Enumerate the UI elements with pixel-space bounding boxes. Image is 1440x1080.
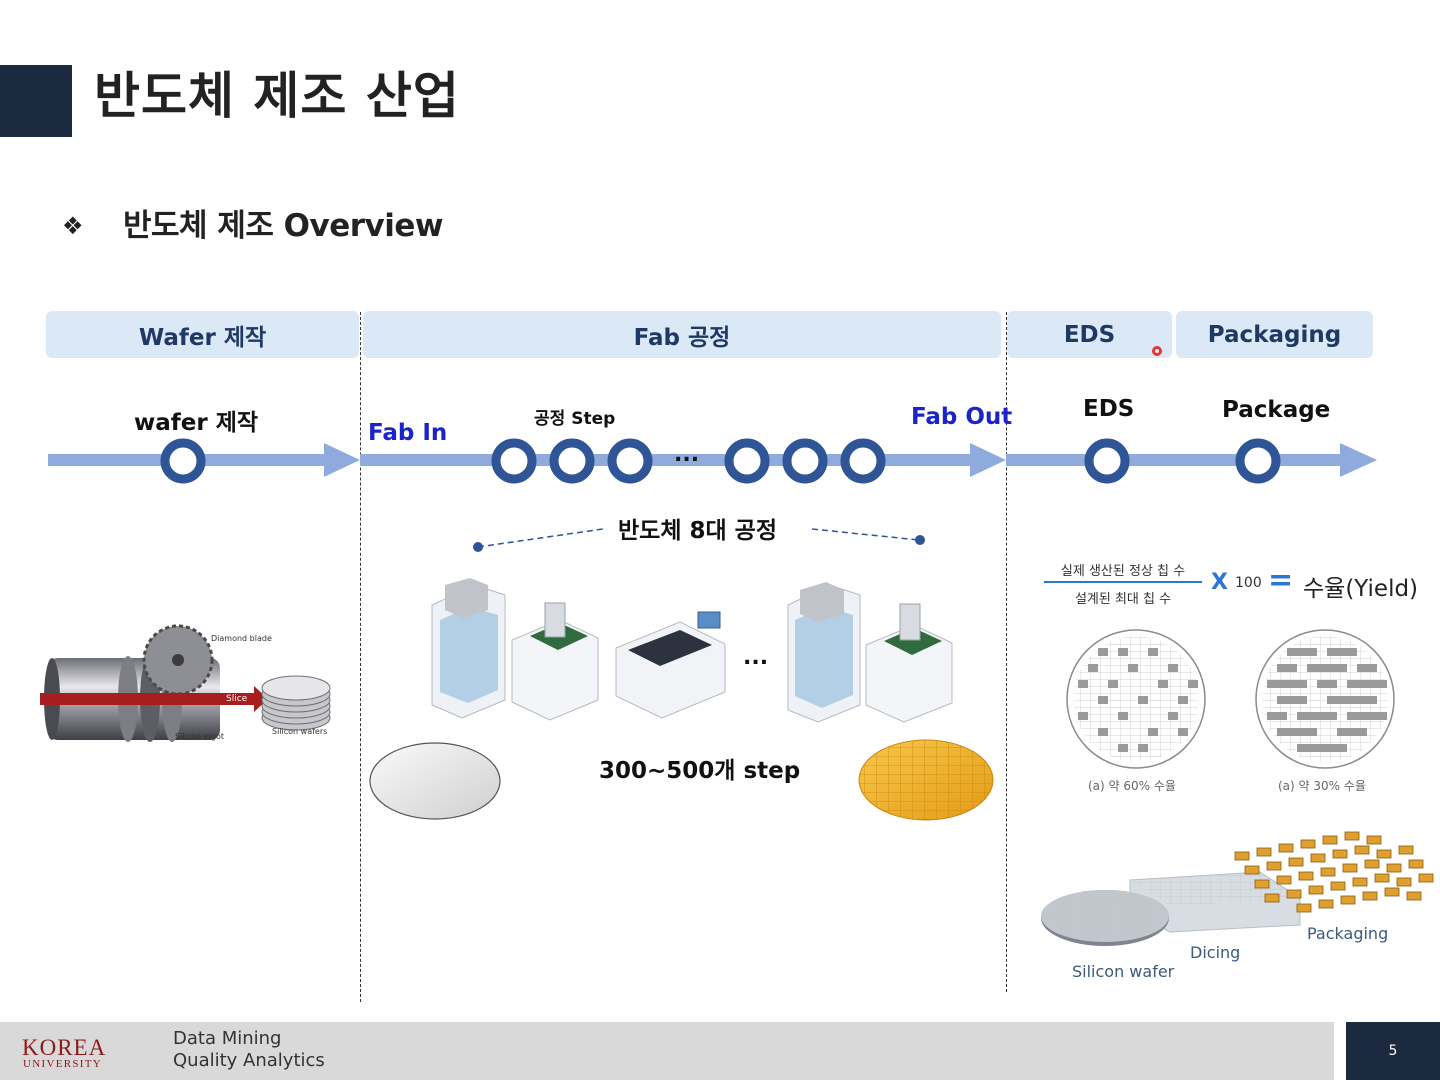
section-subtitle: 반도체 제조 Overview <box>123 208 444 244</box>
flow-arrow <box>48 443 1377 477</box>
ingot-label: Silicon ingot <box>175 732 225 741</box>
university-logo-sub: UNIVERSITY <box>23 1058 102 1070</box>
page-title: 반도체 제조 산업 <box>94 67 460 125</box>
lab-name-line2: Quality Analytics <box>173 1050 325 1071</box>
footer-bar <box>0 1022 1334 1080</box>
ingot-illustration <box>40 624 331 742</box>
wafers-label: Silicon wafers <box>272 727 328 736</box>
process-bracket <box>477 528 920 548</box>
package-step-label: Package <box>1222 397 1331 423</box>
blank-wafer <box>369 742 501 820</box>
separator-line <box>1006 312 1007 992</box>
packaging-label: Packaging <box>1307 924 1389 943</box>
equipment-ellipsis: ... <box>743 645 769 670</box>
wafer-map-60 <box>1066 629 1206 769</box>
phase-eds: EDS <box>1007 311 1172 358</box>
university-logo: KOREA <box>22 1035 107 1060</box>
equals-sign: = <box>1268 563 1294 598</box>
step-count-label: 300~500개 step <box>599 758 801 784</box>
yield-denominator: 설계된 최대 칩 수 <box>1074 592 1172 607</box>
process-flow-diagram <box>40 346 1434 946</box>
packaging-illustration <box>1041 831 1434 946</box>
yield-numerator: 실제 생산된 정상 칩 수 <box>1060 564 1186 579</box>
wafer-map-30 <box>1255 629 1395 769</box>
bullet-icon: ❖ <box>62 212 84 240</box>
flow-node <box>160 438 1281 484</box>
separator-line <box>360 312 361 1002</box>
title-accent-block <box>0 65 72 137</box>
slice-label: Slice <box>226 694 248 704</box>
eds-step-label: EDS <box>1083 396 1135 422</box>
phase-wafer: Wafer 제작 <box>46 311 359 358</box>
yield-hundred: 100 <box>1235 575 1262 591</box>
yield-result: 수율(Yield) <box>1303 576 1419 602</box>
phase-fab: Fab 공정 <box>363 311 1001 358</box>
silicon-wafer-label: Silicon wafer <box>1072 962 1175 981</box>
equipment-illustrations <box>431 578 953 723</box>
phase-packaging: Packaging <box>1176 311 1373 358</box>
process-step-label: 공정 Step <box>534 409 616 429</box>
wafer-step-label: wafer 제작 <box>134 410 259 436</box>
wafer-map-caption-b: (a) 약 30% 수율 <box>1278 779 1366 793</box>
fab-out-label: Fab Out <box>911 404 1013 430</box>
wafer-map-caption-a: (a) 약 60% 수율 <box>1088 779 1176 793</box>
diamond-blade-label: Diamond blade <box>211 634 272 643</box>
eight-process-label: 반도체 8대 공정 <box>618 518 777 544</box>
fab-in-label: Fab In <box>368 420 448 446</box>
page-number: 5 <box>1346 1022 1440 1080</box>
lab-name-line1: Data Mining <box>173 1028 282 1049</box>
dicing-label: Dicing <box>1190 943 1241 962</box>
multiply-sign: X <box>1211 570 1228 595</box>
flow-ellipsis: ... <box>674 442 700 467</box>
